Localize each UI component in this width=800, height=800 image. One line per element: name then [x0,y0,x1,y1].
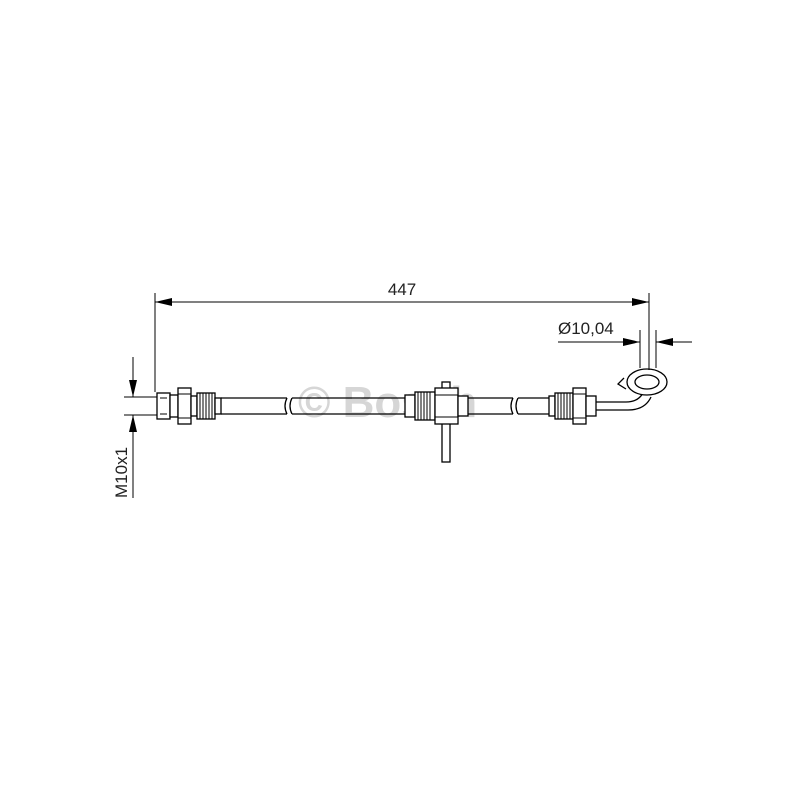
thread-dimension: M10x1 [112,357,157,498]
hose-segment-left [221,397,405,415]
thread-arrow-top [129,380,137,397]
mounting-bracket [404,381,469,463]
length-arrow-left [155,298,172,306]
thread-arrow-bottom [129,415,137,432]
eye-arrow-right [656,338,673,346]
thread-label: M10x1 [112,447,131,498]
right-fitting [548,387,597,425]
left-thread-fitting [156,387,222,425]
eye-diameter-label: Ø10,04 [558,319,614,338]
hose-segment-right [468,397,549,415]
eye-arrow-left [623,338,640,346]
eye-diameter-dimension: Ø10,04 [558,319,692,368]
length-label: 447 [388,280,416,299]
length-dimension: 447 [154,280,650,392]
banjo-fitting [596,368,668,411]
length-arrow-right [632,298,649,306]
